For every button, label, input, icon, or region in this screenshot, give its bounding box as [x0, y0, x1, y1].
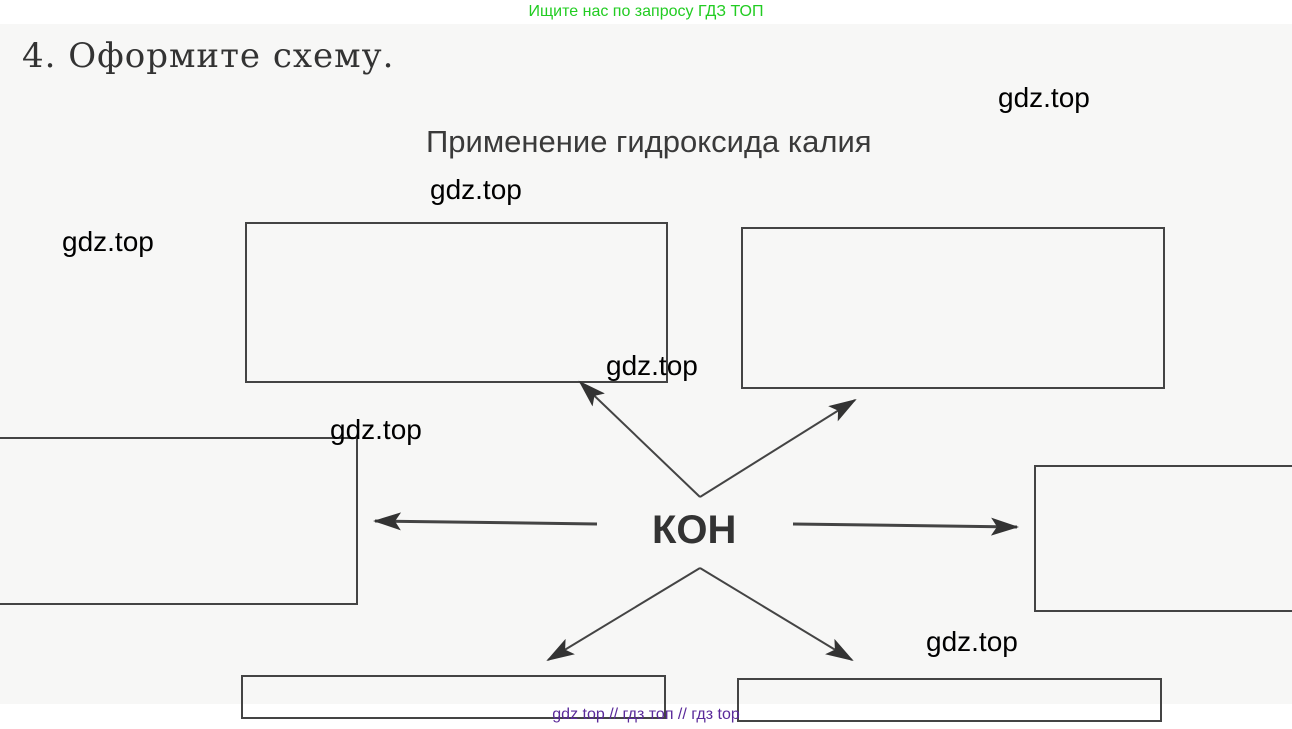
watermark: gdz.top	[430, 174, 522, 205]
answer-box-right[interactable]	[1034, 465, 1292, 612]
answer-box-bottom-right[interactable]	[737, 678, 1162, 722]
answer-box-top-right[interactable]	[741, 227, 1165, 389]
textbook-scan	[0, 24, 1292, 704]
arrow-left	[373, 512, 598, 531]
watermark: gdz.top	[998, 82, 1090, 113]
bottom-banner: gdz top // гдз топ // гдз top	[552, 706, 740, 723]
watermark: gdz.top	[330, 414, 422, 445]
search-hint-banner: Ищите нас по запросу ГДЗ ТОП	[528, 3, 764, 20]
watermark: gdz.top	[606, 350, 698, 381]
arrow-up-right	[699, 398, 857, 498]
scheme-center-koh: КОН	[652, 508, 737, 552]
arrow-down-left	[546, 567, 701, 662]
scheme-title: Применение гидроксида калия	[426, 124, 872, 159]
answer-box-bottom-left[interactable]	[241, 675, 666, 719]
answer-box-left[interactable]	[0, 437, 358, 605]
arrow-down-right	[699, 567, 854, 662]
watermark: gdz.top	[926, 626, 1018, 657]
answer-box-top-left[interactable]	[245, 222, 668, 383]
arrow-up-left	[578, 380, 701, 498]
arrow-right	[792, 517, 1019, 536]
watermark: gdz.top	[62, 226, 154, 257]
task-heading: 4. Оформите схему.	[22, 36, 395, 76]
